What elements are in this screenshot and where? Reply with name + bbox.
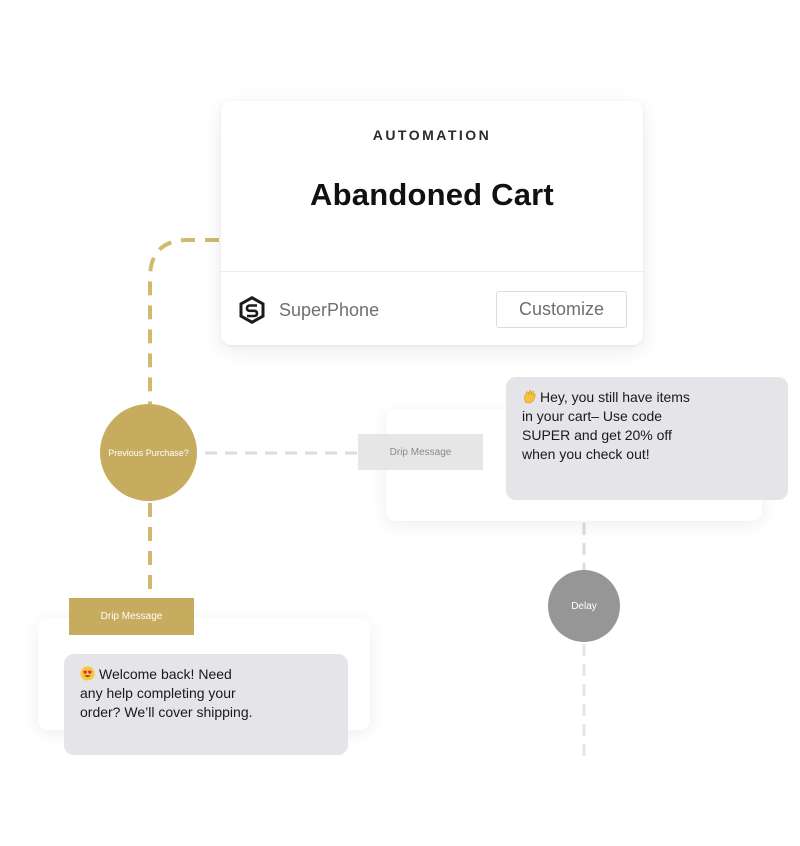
drip-label-text: Drip Message — [389, 446, 452, 458]
drip-message-label-right: Drip Message — [358, 434, 483, 470]
message-text: Hey, you still have items — [540, 389, 690, 405]
drip-label-text: Drip Message — [100, 611, 163, 622]
heart-eyes-icon — [80, 666, 95, 681]
message-line: SUPER and get 20% off — [522, 427, 672, 443]
automation-card: AUTOMATION Abandoned Cart SuperPhone Cus… — [221, 101, 643, 345]
waving-hand-icon — [524, 390, 536, 404]
drip-message-label-left: Drip Message — [69, 598, 194, 635]
delay-node[interactable]: Delay — [548, 570, 620, 642]
brand-name: SuperPhone — [279, 300, 380, 320]
superphone-logo-icon — [239, 296, 265, 324]
message-line: Welcome back! Need — [80, 665, 338, 684]
message-line: any help completing your — [80, 685, 236, 701]
automation-eyebrow: AUTOMATION — [372, 127, 492, 143]
message-bubble-left: Welcome back! Need any help completing y… — [64, 654, 348, 755]
decision-node[interactable]: Previous Purchase? — [100, 404, 197, 501]
message-line: order? We’ll cover shipping. — [80, 704, 253, 720]
message-line: Hey, you still have items — [522, 388, 778, 407]
delay-label: Delay — [571, 600, 597, 612]
message-bubble-right: Hey, you still have items in your cart– … — [506, 377, 788, 500]
customize-button[interactable]: Customize — [496, 291, 627, 328]
message-line: in your cart– Use code — [522, 408, 663, 424]
automation-title: Abandoned Cart — [310, 177, 554, 212]
decision-label: Previous Purchase? — [108, 447, 189, 458]
card-divider — [221, 271, 643, 272]
message-text: Welcome back! Need — [99, 666, 232, 682]
connector-card-to-decision — [148, 238, 219, 404]
message-line: when you check out! — [522, 446, 650, 462]
